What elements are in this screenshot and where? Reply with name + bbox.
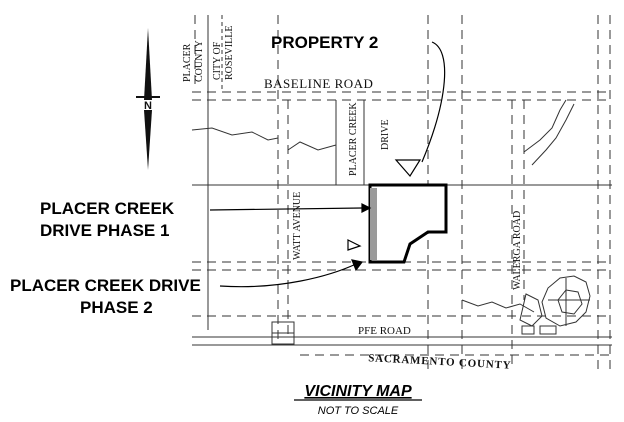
walerga-road-label: WALERGA ROAD <box>512 211 523 290</box>
north-arrow-icon: N <box>136 28 160 170</box>
property-2-label: PROPERTY 2 <box>271 33 378 52</box>
placer-creek-label: PLACER CREEK <box>348 102 359 176</box>
drive-label: DRIVE <box>380 119 391 150</box>
property-parcel <box>368 183 448 264</box>
city-roseville-label-2: ROSEVILLE <box>224 26 235 80</box>
placer-county-label-2: COUNTY <box>194 40 205 82</box>
placer-county-label-1: PLACER <box>182 43 193 82</box>
placer-creek-phase1-line2: DRIVE PHASE 1 <box>40 221 169 240</box>
city-roseville-label-1: CITY OF <box>212 41 223 80</box>
placer-creek-phase2-line1: PLACER CREEK DRIVE <box>10 276 201 295</box>
north-label: N <box>144 100 152 112</box>
leader-lines <box>209 41 446 288</box>
baseline-road-label: BASELINE ROAD <box>264 76 373 91</box>
placer-creek-phase1-line1: PLACER CREEK <box>40 199 175 218</box>
pfe-road-label: PFE ROAD <box>358 325 411 337</box>
sacramento-county-label: SACRAMENTO COUNTY <box>368 352 512 371</box>
placer-creek-phase2-line2: PHASE 2 <box>80 298 153 317</box>
map-title: VICINITY MAP <box>304 383 412 400</box>
watt-avenue-label: WATT AVENUE <box>292 192 303 260</box>
map-subtitle: NOT TO SCALE <box>318 405 399 417</box>
